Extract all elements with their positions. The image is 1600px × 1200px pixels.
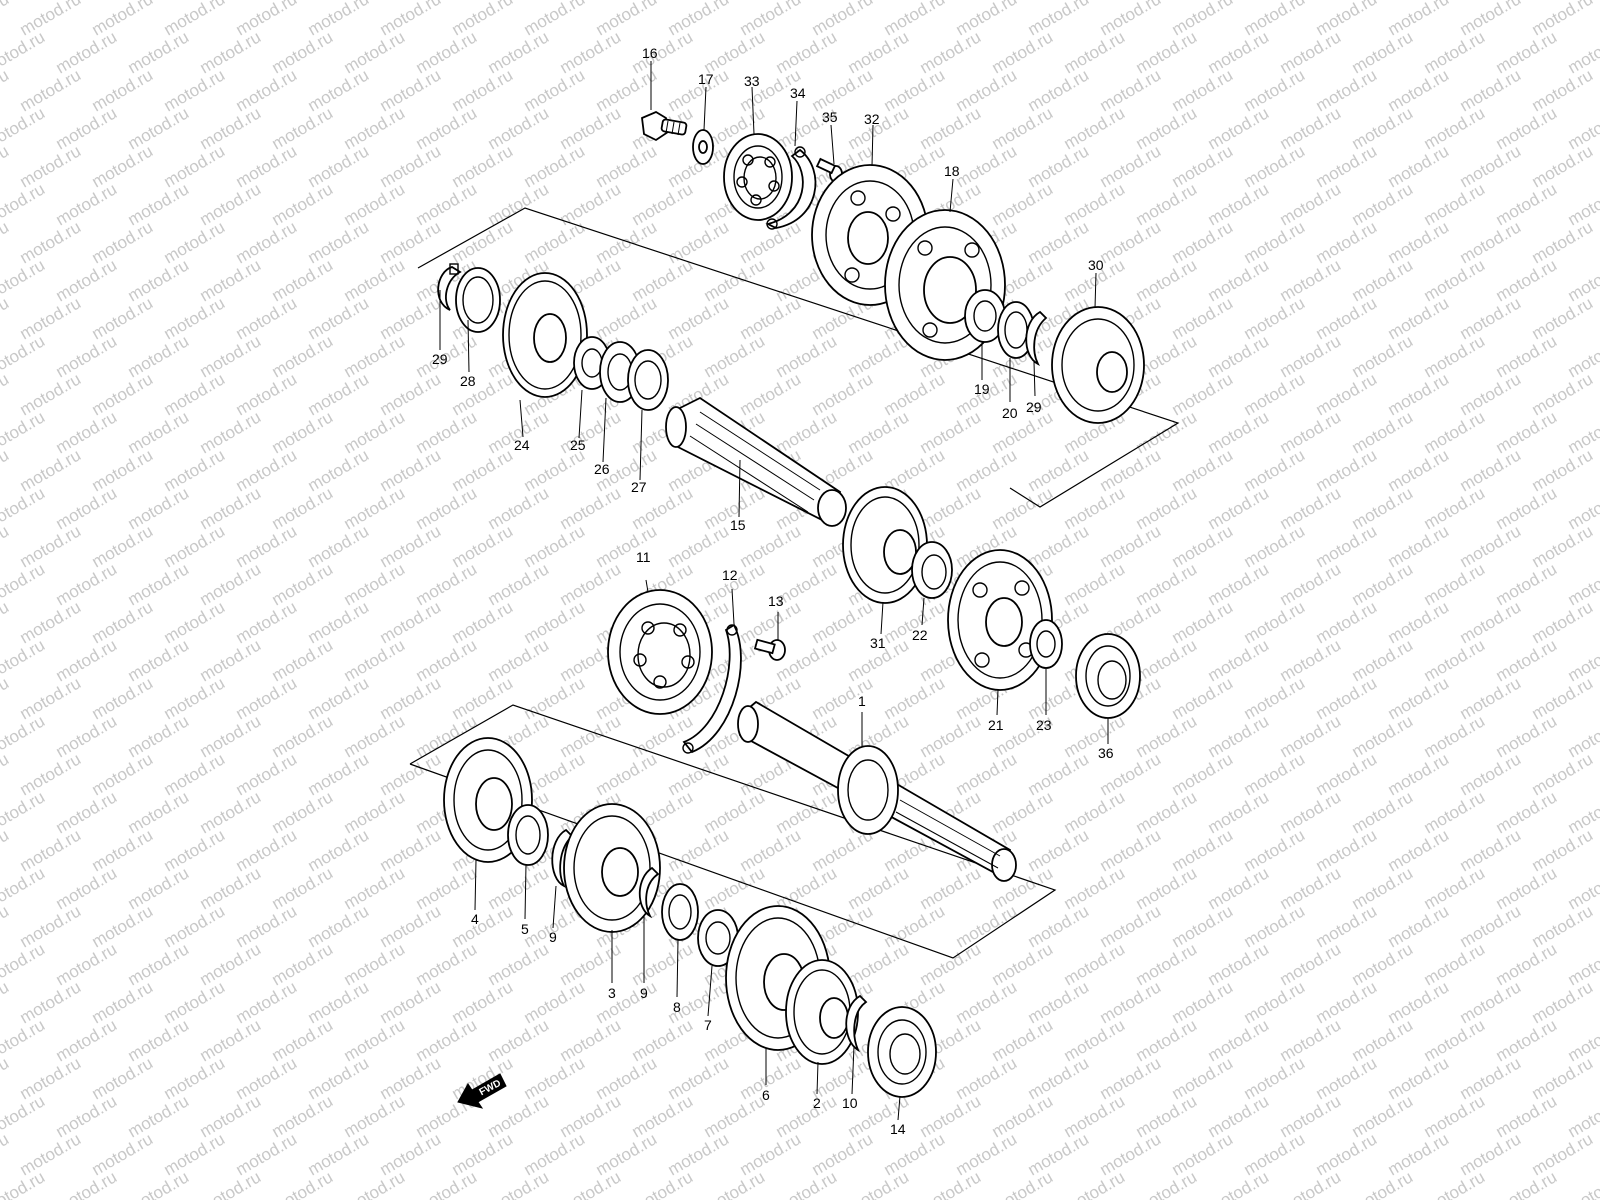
part-label-20: 20 (1002, 405, 1018, 421)
part-label-26: 26 (594, 461, 610, 477)
part-9-circlip-right (638, 866, 660, 919)
part-31-gear (842, 486, 928, 604)
part-label-31: 31 (870, 635, 886, 651)
part-label-18: 18 (944, 163, 960, 179)
part-label-7: 7 (704, 1017, 712, 1033)
mainshaft-assembly-frame (409, 704, 1057, 959)
part-13-screw (753, 638, 786, 661)
part-23-washer (1029, 619, 1063, 669)
part-19-bushing (964, 289, 1006, 343)
part-label-35: 35 (822, 109, 838, 125)
part-29-circlip-left (437, 263, 462, 311)
part-10-circlip (845, 994, 868, 1053)
part-16-bolt (641, 110, 688, 142)
part-label-8: 8 (673, 999, 681, 1015)
part-3-gear (563, 803, 661, 933)
part-30-gear (1051, 306, 1145, 424)
part-label-21: 21 (988, 717, 1004, 733)
part-label-27: 27 (631, 479, 647, 495)
part-33-bearing (723, 133, 793, 221)
part-14-bearing (867, 1006, 937, 1098)
part-label-33: 33 (744, 73, 760, 89)
part-5-bushing (507, 804, 549, 866)
fwd-arrow-icon: FWD (457, 1073, 507, 1109)
part-28-washer (455, 267, 501, 333)
part-label-1: 1 (858, 693, 866, 709)
part-label-30: 30 (1088, 257, 1104, 273)
part-label-16: 16 (642, 45, 658, 61)
part-label-4: 4 (471, 911, 479, 927)
part-label-24: 24 (514, 437, 530, 453)
part-label-28: 28 (460, 373, 476, 389)
part-label-29-left: 29 (432, 351, 448, 367)
leader-lines (439, 61, 1109, 1121)
part-label-36: 36 (1098, 745, 1114, 761)
part-27-washer (627, 349, 669, 411)
part-12-bearing-retainer (682, 623, 742, 754)
part-label-29-right: 29 (1026, 399, 1042, 415)
part-24-gear (502, 272, 588, 398)
part-label-22: 22 (912, 627, 928, 643)
part-29-circlip-right (1025, 310, 1048, 367)
part-label-19: 19 (974, 381, 990, 397)
part-label-13: 13 (768, 593, 784, 609)
part-8-washer (661, 883, 699, 941)
part-label-23: 23 (1036, 717, 1052, 733)
part-label-9-right: 9 (640, 985, 648, 1001)
part-11-bearing (607, 589, 713, 715)
countershaft-assembly-frame (417, 207, 1180, 508)
part-label-32: 32 (864, 111, 880, 127)
part-label-15: 15 (730, 517, 746, 533)
part-label-34: 34 (790, 85, 806, 101)
part-36-bearing (1075, 633, 1141, 719)
part-label-10: 10 (842, 1095, 858, 1111)
part-17-washer (692, 129, 714, 165)
part-labels: 16 17 33 34 35 32 18 30 29 28 24 25 26 2… (432, 45, 1114, 1137)
part-label-14: 14 (890, 1121, 906, 1137)
part-9-circlip-left (551, 828, 574, 889)
part-label-17: 17 (698, 71, 714, 87)
part-22-bushing (911, 541, 953, 599)
part-label-6: 6 (762, 1087, 770, 1103)
part-label-25: 25 (570, 437, 586, 453)
part-label-11: 11 (636, 549, 651, 565)
part-1-mainshaft (737, 700, 1017, 882)
part-label-12: 12 (722, 567, 738, 583)
part-label-2: 2 (813, 1095, 821, 1111)
part-34-bearing-retainer (765, 146, 817, 230)
part-21-gear (947, 549, 1053, 691)
part-label-9-left: 9 (549, 929, 557, 945)
part-15-countershaft (665, 396, 847, 527)
part-label-5: 5 (521, 921, 529, 937)
part-label-3: 3 (608, 985, 616, 1001)
